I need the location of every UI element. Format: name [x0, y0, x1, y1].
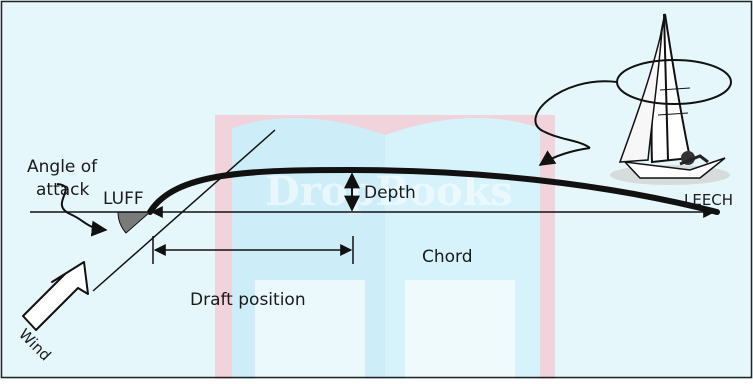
draft-position-label: Draft position: [190, 290, 306, 310]
sail-section-curve: [147, 166, 720, 215]
boat-hull: [623, 157, 726, 179]
boat-batten-2: [657, 112, 689, 116]
luff-label: LUFF: [103, 189, 144, 209]
wind-arrow: [22, 261, 89, 331]
chord-label: Chord: [422, 247, 473, 267]
depth-label: Depth: [364, 183, 416, 203]
watermark-book-shade-right: [405, 280, 515, 379]
boat-batten-1: [659, 87, 691, 91]
boat-mast: [663, 13, 669, 161]
angle-pointer-arrow: [56, 183, 108, 237]
boat-jib: [618, 29, 663, 163]
angle-of-attack-label-line1: Angle of: [27, 157, 98, 177]
callout-curve-upper: [534, 80, 618, 149]
angle-of-attack-label-line2: attack: [36, 180, 90, 200]
leech-label: LEECH: [684, 191, 733, 209]
watermark-book-shade-left: [255, 280, 365, 379]
callout-arrow: [538, 147, 591, 166]
sailboat-illustration: [610, 13, 732, 185]
sailor-body: [679, 154, 709, 166]
